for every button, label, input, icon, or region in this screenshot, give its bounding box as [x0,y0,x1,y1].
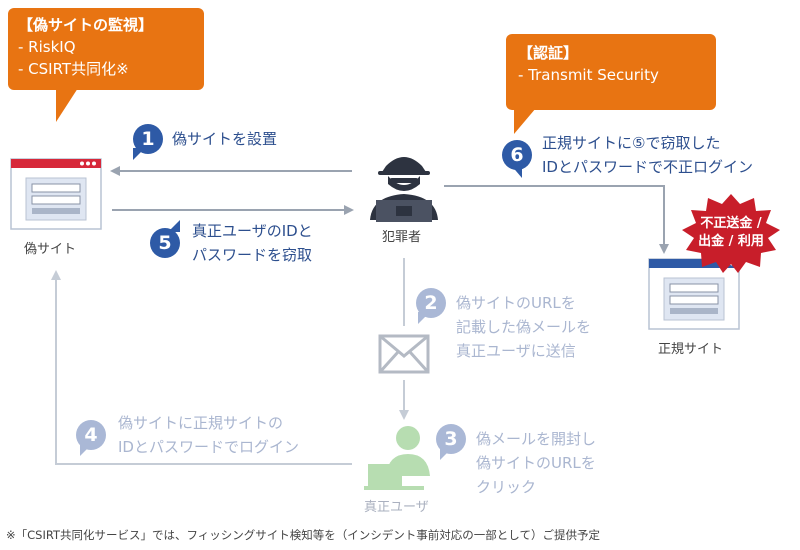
step-4-line-2: IDとパスワードでログイン [118,438,299,456]
badge-pointer [80,444,92,456]
step-6-text: 正規サイトに⑤で窃取した IDとパスワードで不正ログイン [542,131,753,179]
step-5-line-2: パスワードを窃取 [192,246,313,264]
user-icon [364,426,430,490]
footnote: ※「CSIRT共同化サービス」では、フィッシングサイト検知等を（インシデント事前… [6,528,600,542]
badge-pointer [168,220,180,232]
auth-callout: 【認証】 - Transmit Security [506,34,716,134]
step-3-line-2: 偽サイトのURLを [476,454,596,472]
criminal-icon [370,157,438,222]
step-6-line-1: 正規サイトに⑤で窃取した [542,134,721,152]
arrow-step-4 [51,270,352,465]
monitoring-item-csirt: - CSIRT共同化※ [18,60,129,78]
step-1-line-1: 偽サイトを設置 [172,130,278,148]
monitoring-callout: 【偽サイトの監視】 - RiskIQ - CSIRT共同化※ [8,8,204,122]
step-1-text: 偽サイトを設置 [172,127,277,151]
badge-line-2: 出金 / 利用 [698,234,764,249]
step-2-line-1: 偽サイトのURLを [456,294,576,312]
badge-pointer [440,448,452,460]
step-4-text: 偽サイトに正規サイトの IDとパスワードでログイン [118,411,299,459]
step-2-line-3: 真正ユーザに送信 [456,342,576,360]
starburst-icon [682,194,780,273]
auth-item-transmit: - Transmit Security [518,66,659,84]
auth-callout-title: 【認証】 [518,44,579,62]
legit-site-label: 正規サイト [658,342,724,357]
step-2-line-2: 記載した偽メールを [456,318,592,336]
step-3-line-1: 偽メールを開封し [476,430,597,448]
user-label: 真正ユーザ [364,500,429,515]
step-5-text: 真正ユーザのIDと パスワードを窃取 [192,219,313,267]
step-3-line-3: クリック [476,478,537,496]
monitoring-callout-title: 【偽サイトの監視】 [18,16,154,34]
step-3-text: 偽メールを開封し 偽サイトのURLを クリック [476,427,596,499]
monitoring-item-riskiq: - RiskIQ [18,38,76,56]
callout-tail [514,108,536,134]
fake-site-label: 偽サイト [24,242,77,257]
step-6-line-2: IDとパスワードで不正ログイン [542,158,753,176]
badge-pointer [510,164,522,178]
badge-pointer [418,312,430,324]
step-2-text: 偽サイトのURLを 記載した偽メールを 真正ユーザに送信 [456,291,591,363]
step-5-number-badge: 5 [150,228,180,258]
arrow-step-6 [444,185,669,254]
badge-line-1: 不正送金 / [700,216,762,231]
callout-tail [56,88,78,122]
criminal-label: 犯罪者 [382,230,422,245]
step-4-line-1: 偽サイトに正規サイトの [118,414,284,432]
fraud-badge: 不正送金 / 出金 / 利用 [676,192,786,274]
badge-text: 不正送金 / 出金 / 利用 [676,192,786,274]
badge-pointer [133,148,145,160]
browser-window-icon [10,158,102,230]
step-5-line-1: 真正ユーザのIDと [192,222,313,240]
mail-icon [378,334,430,374]
